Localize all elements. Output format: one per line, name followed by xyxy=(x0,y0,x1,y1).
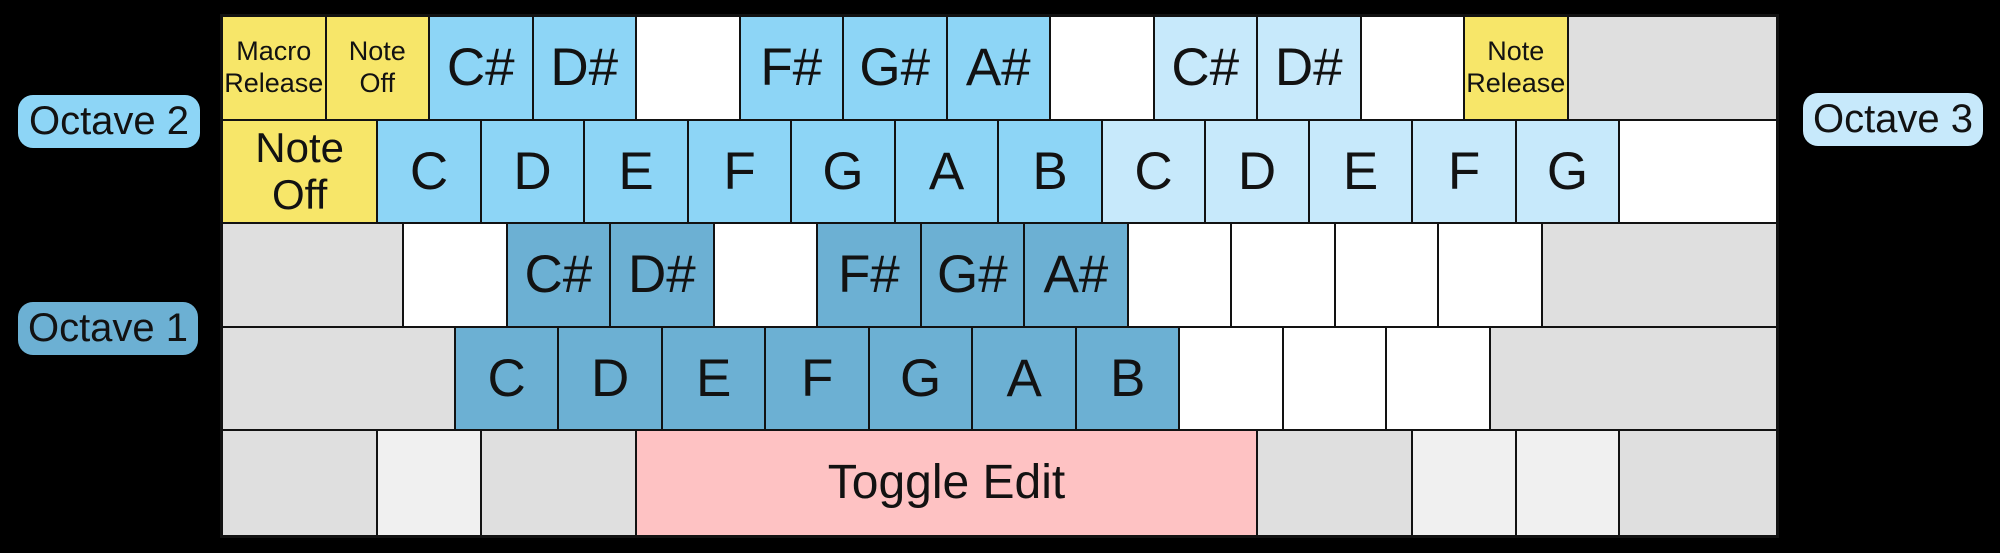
key-note-off[interactable]: Note Off xyxy=(223,120,379,224)
key-e[interactable]: E xyxy=(1309,120,1414,224)
unassigned-key[interactable] xyxy=(1335,224,1440,328)
key-a-sharp[interactable]: A# xyxy=(1025,224,1129,328)
key-a[interactable]: A xyxy=(895,120,1000,224)
key-b[interactable]: B xyxy=(999,120,1103,224)
modifier-key[interactable] xyxy=(223,431,379,535)
key-c[interactable]: C xyxy=(378,120,482,224)
modifier-key[interactable] xyxy=(1516,431,1621,535)
keyboard-row-3: C#D# F#G#A# xyxy=(223,224,1776,328)
modifier-key[interactable] xyxy=(1568,17,1776,121)
key-f[interactable]: F xyxy=(688,120,793,224)
key-g[interactable]: G xyxy=(1516,120,1621,224)
key-d[interactable]: D xyxy=(481,120,586,224)
modifier-key[interactable] xyxy=(223,327,456,431)
modifier-key[interactable] xyxy=(481,431,637,535)
key-b[interactable]: B xyxy=(1076,327,1181,431)
key-c-sharp[interactable]: C# xyxy=(430,17,534,121)
unassigned-key[interactable] xyxy=(1180,327,1284,431)
modifier-key[interactable] xyxy=(1490,327,1776,431)
unassigned-key[interactable] xyxy=(1232,224,1336,328)
unassigned-key[interactable] xyxy=(1051,17,1155,121)
key-g-sharp[interactable]: G# xyxy=(921,224,1026,328)
key-note-off[interactable]: Note Off xyxy=(326,17,430,121)
key-d-sharp[interactable]: D# xyxy=(611,224,715,328)
unassigned-key[interactable] xyxy=(1620,120,1776,224)
key-note-release[interactable]: Note Release xyxy=(1465,17,1569,121)
key-d[interactable]: D xyxy=(1206,120,1310,224)
key-f-sharp[interactable]: F# xyxy=(818,224,922,328)
unassigned-key[interactable] xyxy=(637,17,741,121)
key-c[interactable]: C xyxy=(1102,120,1207,224)
unassigned-key[interactable] xyxy=(1361,17,1465,121)
key-e[interactable]: E xyxy=(662,327,767,431)
modifier-key[interactable] xyxy=(1258,431,1414,535)
modifier-key[interactable] xyxy=(1542,224,1776,328)
key-c[interactable]: C xyxy=(455,327,560,431)
modifier-key[interactable] xyxy=(223,224,405,328)
octave-2-badge: Octave 2 xyxy=(18,95,200,148)
unassigned-key[interactable] xyxy=(1387,327,1491,431)
key-d-sharp[interactable]: D# xyxy=(1258,17,1362,121)
key-d-sharp[interactable]: D# xyxy=(533,17,637,121)
modifier-key[interactable] xyxy=(378,431,482,535)
key-macro-release[interactable]: Macro Release xyxy=(223,17,327,121)
key-f[interactable]: F xyxy=(766,327,870,431)
key-a[interactable]: A xyxy=(973,327,1077,431)
key-e[interactable]: E xyxy=(585,120,689,224)
key-f-sharp[interactable]: F# xyxy=(740,17,844,121)
key-toggle-edit[interactable]: Toggle Edit xyxy=(637,431,1258,535)
octave-3-badge: Octave 3 xyxy=(1803,93,1983,146)
octave-1-badge: Octave 1 xyxy=(18,302,198,355)
key-a-sharp[interactable]: A# xyxy=(947,17,1051,121)
key-c-sharp[interactable]: C# xyxy=(507,224,612,328)
keyboard-row-5: Toggle Edit xyxy=(223,431,1776,535)
key-g[interactable]: G xyxy=(792,120,896,224)
key-d[interactable]: D xyxy=(559,327,663,431)
unassigned-key[interactable] xyxy=(714,224,819,328)
unassigned-key[interactable] xyxy=(1439,224,1543,328)
modifier-key[interactable] xyxy=(1413,431,1517,535)
unassigned-key[interactable] xyxy=(1283,327,1388,431)
unassigned-key[interactable] xyxy=(1128,224,1233,328)
key-c-sharp[interactable]: C# xyxy=(1154,17,1258,121)
unassigned-key[interactable] xyxy=(404,224,508,328)
key-g-sharp[interactable]: G# xyxy=(844,17,948,121)
modifier-key[interactable] xyxy=(1620,431,1776,535)
key-f[interactable]: F xyxy=(1413,120,1517,224)
key-g[interactable]: G xyxy=(869,327,974,431)
